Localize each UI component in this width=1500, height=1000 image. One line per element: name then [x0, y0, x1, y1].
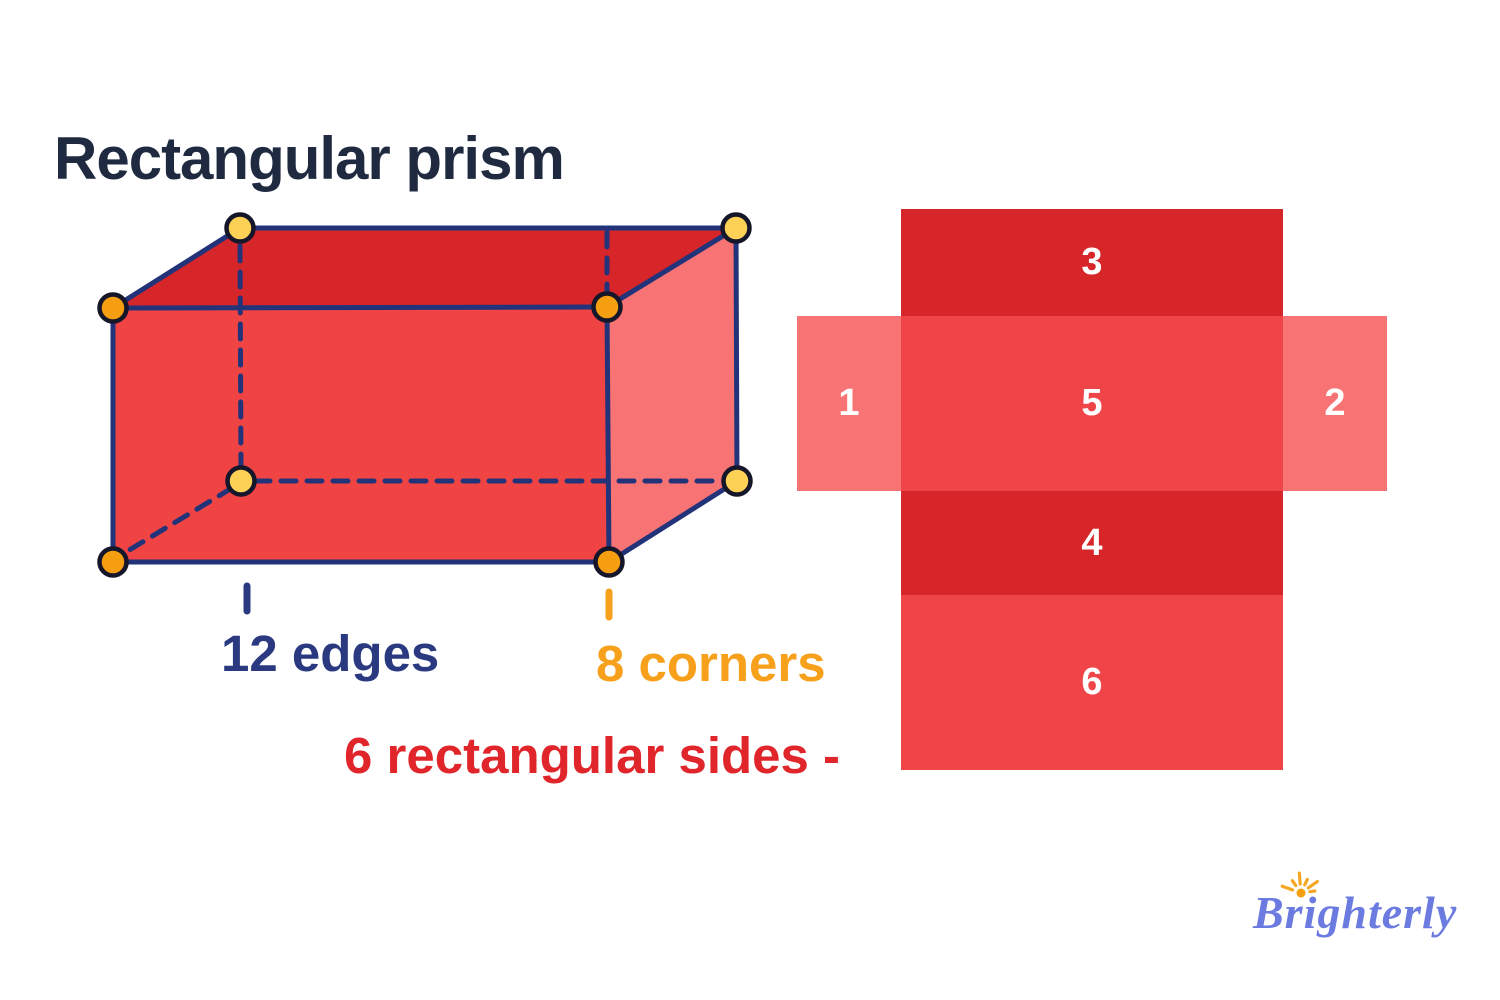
net-face-4-number: 4 — [1081, 521, 1103, 564]
edge-top-left-slant — [110, 225, 243, 311]
net-face-3: 3 — [901, 209, 1283, 316]
corner-dot-back-top-left — [224, 212, 256, 244]
prism-top-face — [113, 228, 736, 308]
prism-corner-dots — [97, 212, 753, 578]
prism-faces — [113, 228, 737, 562]
edge-top-front — [110, 304, 610, 311]
edge-back-right-vertical — [733, 225, 740, 484]
net-face-5: 5 — [901, 316, 1283, 491]
edge-top-right-slant — [604, 225, 739, 310]
net-face-6: 6 — [901, 595, 1283, 770]
brand-logo: Brighterly — [1253, 887, 1458, 938]
corners-count-label: 8 corners — [596, 635, 826, 692]
net-face-4: 4 — [901, 491, 1283, 595]
corner-dot-front-bottom-left — [97, 546, 129, 578]
corner-dot-back-bottom-right — [721, 465, 753, 497]
net-face-6-number: 6 — [1081, 661, 1103, 703]
net-face-3-number: 3 — [1081, 241, 1103, 283]
page-title: Rectangular prism — [54, 125, 565, 193]
hidden-edge-bottom-left-diagonal — [118, 485, 235, 558]
corner-dot-back-top-right — [720, 212, 752, 244]
prism-front-face — [113, 307, 609, 562]
net-flap-1: 1 — [797, 316, 901, 491]
edge-front-right-vertical — [604, 304, 612, 565]
logo-sun-icon — [1280, 871, 1319, 898]
prism-solid-edges — [110, 225, 740, 565]
hidden-edge-back-left-vertical — [237, 243, 244, 473]
net-flap-1-number: 1 — [838, 382, 860, 424]
corner-dot-front-top-right — [591, 291, 623, 323]
net-flap-2-number: 2 — [1324, 382, 1346, 424]
net-flap-2: 2 — [1283, 316, 1387, 491]
edges-count-label: 12 edges — [221, 625, 440, 682]
sides-count-label: 6 rectangular sides - — [344, 727, 841, 784]
corner-dot-front-bottom-right — [593, 546, 625, 578]
net-face-5-number: 5 — [1081, 382, 1103, 424]
prism-hidden-edges — [118, 229, 724, 558]
corner-dot-back-bottom-left — [225, 465, 257, 497]
edge-bottom-right-slant — [606, 478, 740, 565]
corner-dot-front-top-left — [97, 292, 129, 324]
